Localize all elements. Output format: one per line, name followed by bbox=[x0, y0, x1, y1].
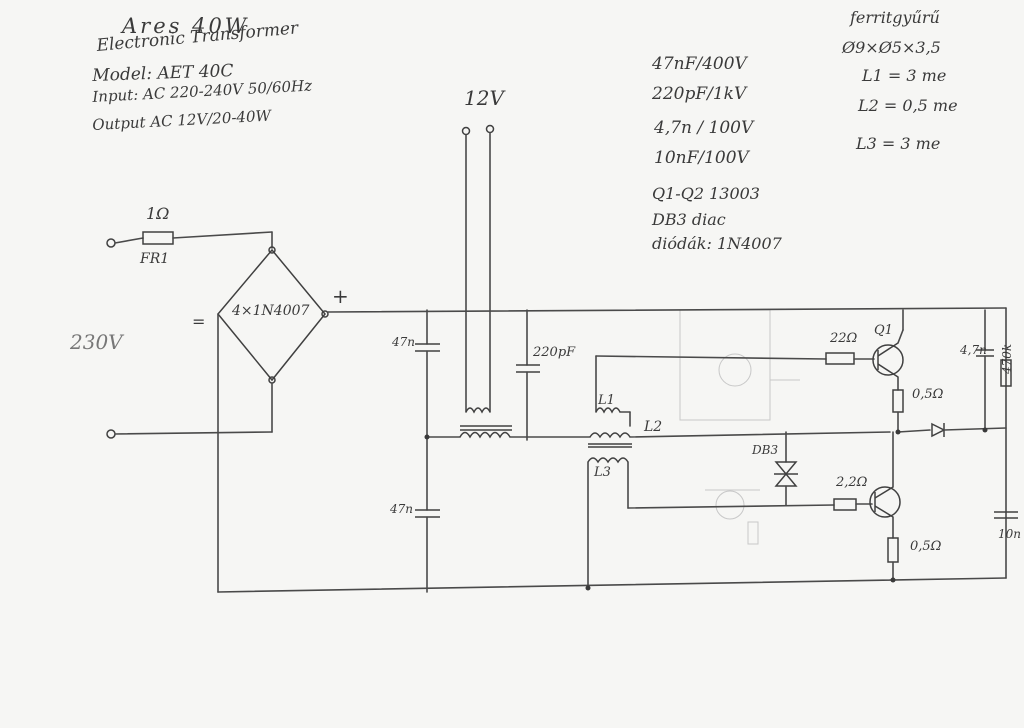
title-brand: Ares 40W bbox=[122, 14, 250, 38]
semi-list-item-3: diódák: 1N4007 bbox=[652, 234, 782, 253]
label-cap-47n-top: 47n bbox=[392, 335, 415, 349]
winding-l2 bbox=[589, 432, 631, 439]
ferrite-l1: L1 = 3 me bbox=[862, 66, 947, 85]
label-cap-10n: 10n bbox=[998, 527, 1021, 541]
label-bridge: 4×1N4007 bbox=[232, 303, 310, 319]
ferrite-l2: L2 = 0,5 me bbox=[858, 96, 958, 115]
label-cap-4n7: 4,7n bbox=[960, 343, 987, 357]
label-r-q1-emitter: 0,5Ω bbox=[912, 387, 944, 402]
negative-rail bbox=[217, 577, 1007, 593]
label-cap-220pf: 220pF bbox=[533, 345, 576, 360]
output-terminal-right bbox=[485, 124, 495, 134]
cap-list-item-2: 220pF/1kV bbox=[652, 84, 747, 104]
resistor-470k bbox=[1000, 359, 1012, 387]
ghost-sketch bbox=[679, 309, 800, 545]
label-r-22: 22Ω bbox=[830, 331, 858, 346]
cap-list-item-4: 10nF/100V bbox=[654, 148, 749, 168]
winding-l3 bbox=[587, 457, 629, 464]
transformer-primary bbox=[459, 431, 511, 439]
label-l1: L1 bbox=[598, 393, 615, 408]
label-q1: Q1 bbox=[874, 323, 893, 338]
cap-list-item-3: 4,7n / 100V bbox=[654, 118, 754, 138]
label-cap-47n-bottom: 47n bbox=[390, 502, 413, 516]
label-r-470k: 470k bbox=[1000, 343, 1014, 374]
label-minus: = bbox=[192, 312, 206, 331]
ferrite-title: ferritgyűrű bbox=[850, 8, 940, 27]
transformer-secondary bbox=[465, 407, 491, 414]
diac-db3 bbox=[774, 461, 798, 476]
label-r-q2-emitter: 0,5Ω bbox=[910, 539, 942, 554]
label-r-2-2: 2,2Ω bbox=[836, 475, 868, 490]
label-fr1-value: 1Ω bbox=[146, 204, 170, 223]
resistor-22-ohm bbox=[825, 352, 855, 365]
diode-protection bbox=[931, 422, 946, 438]
mains-terminal-top bbox=[106, 238, 116, 248]
bridge-rectifier bbox=[217, 248, 326, 382]
mains-terminal-bottom bbox=[106, 429, 116, 439]
transistor-q2 bbox=[869, 486, 901, 518]
semi-list-item-1: Q1-Q2 13003 bbox=[652, 184, 760, 203]
ferrite-size: Ø9×Ø5×3,5 bbox=[842, 38, 941, 57]
label-diac: DB3 bbox=[752, 443, 779, 457]
label-output-voltage: 12V bbox=[464, 86, 504, 110]
label-l2: L2 bbox=[644, 419, 663, 435]
ferrite-l3: L3 = 3 me bbox=[856, 134, 941, 153]
label-fr1-name: FR1 bbox=[140, 251, 170, 267]
label-plus: + bbox=[332, 284, 349, 308]
label-mains-voltage: 230V bbox=[70, 330, 123, 354]
resistor-q2-emitter bbox=[887, 537, 899, 563]
resistor-q1-emitter bbox=[892, 389, 904, 413]
fuse-resistor-fr1 bbox=[142, 231, 174, 245]
resistor-2-2-ohm bbox=[833, 498, 857, 511]
transistor-q1 bbox=[872, 344, 904, 376]
label-l3: L3 bbox=[594, 465, 611, 480]
output-terminal-left bbox=[461, 126, 471, 136]
winding-l1 bbox=[595, 407, 621, 414]
positive-rail bbox=[327, 307, 1007, 313]
semi-list-item-2: DB3 diac bbox=[652, 210, 726, 229]
cap-list-item-1: 47nF/400V bbox=[652, 54, 747, 74]
